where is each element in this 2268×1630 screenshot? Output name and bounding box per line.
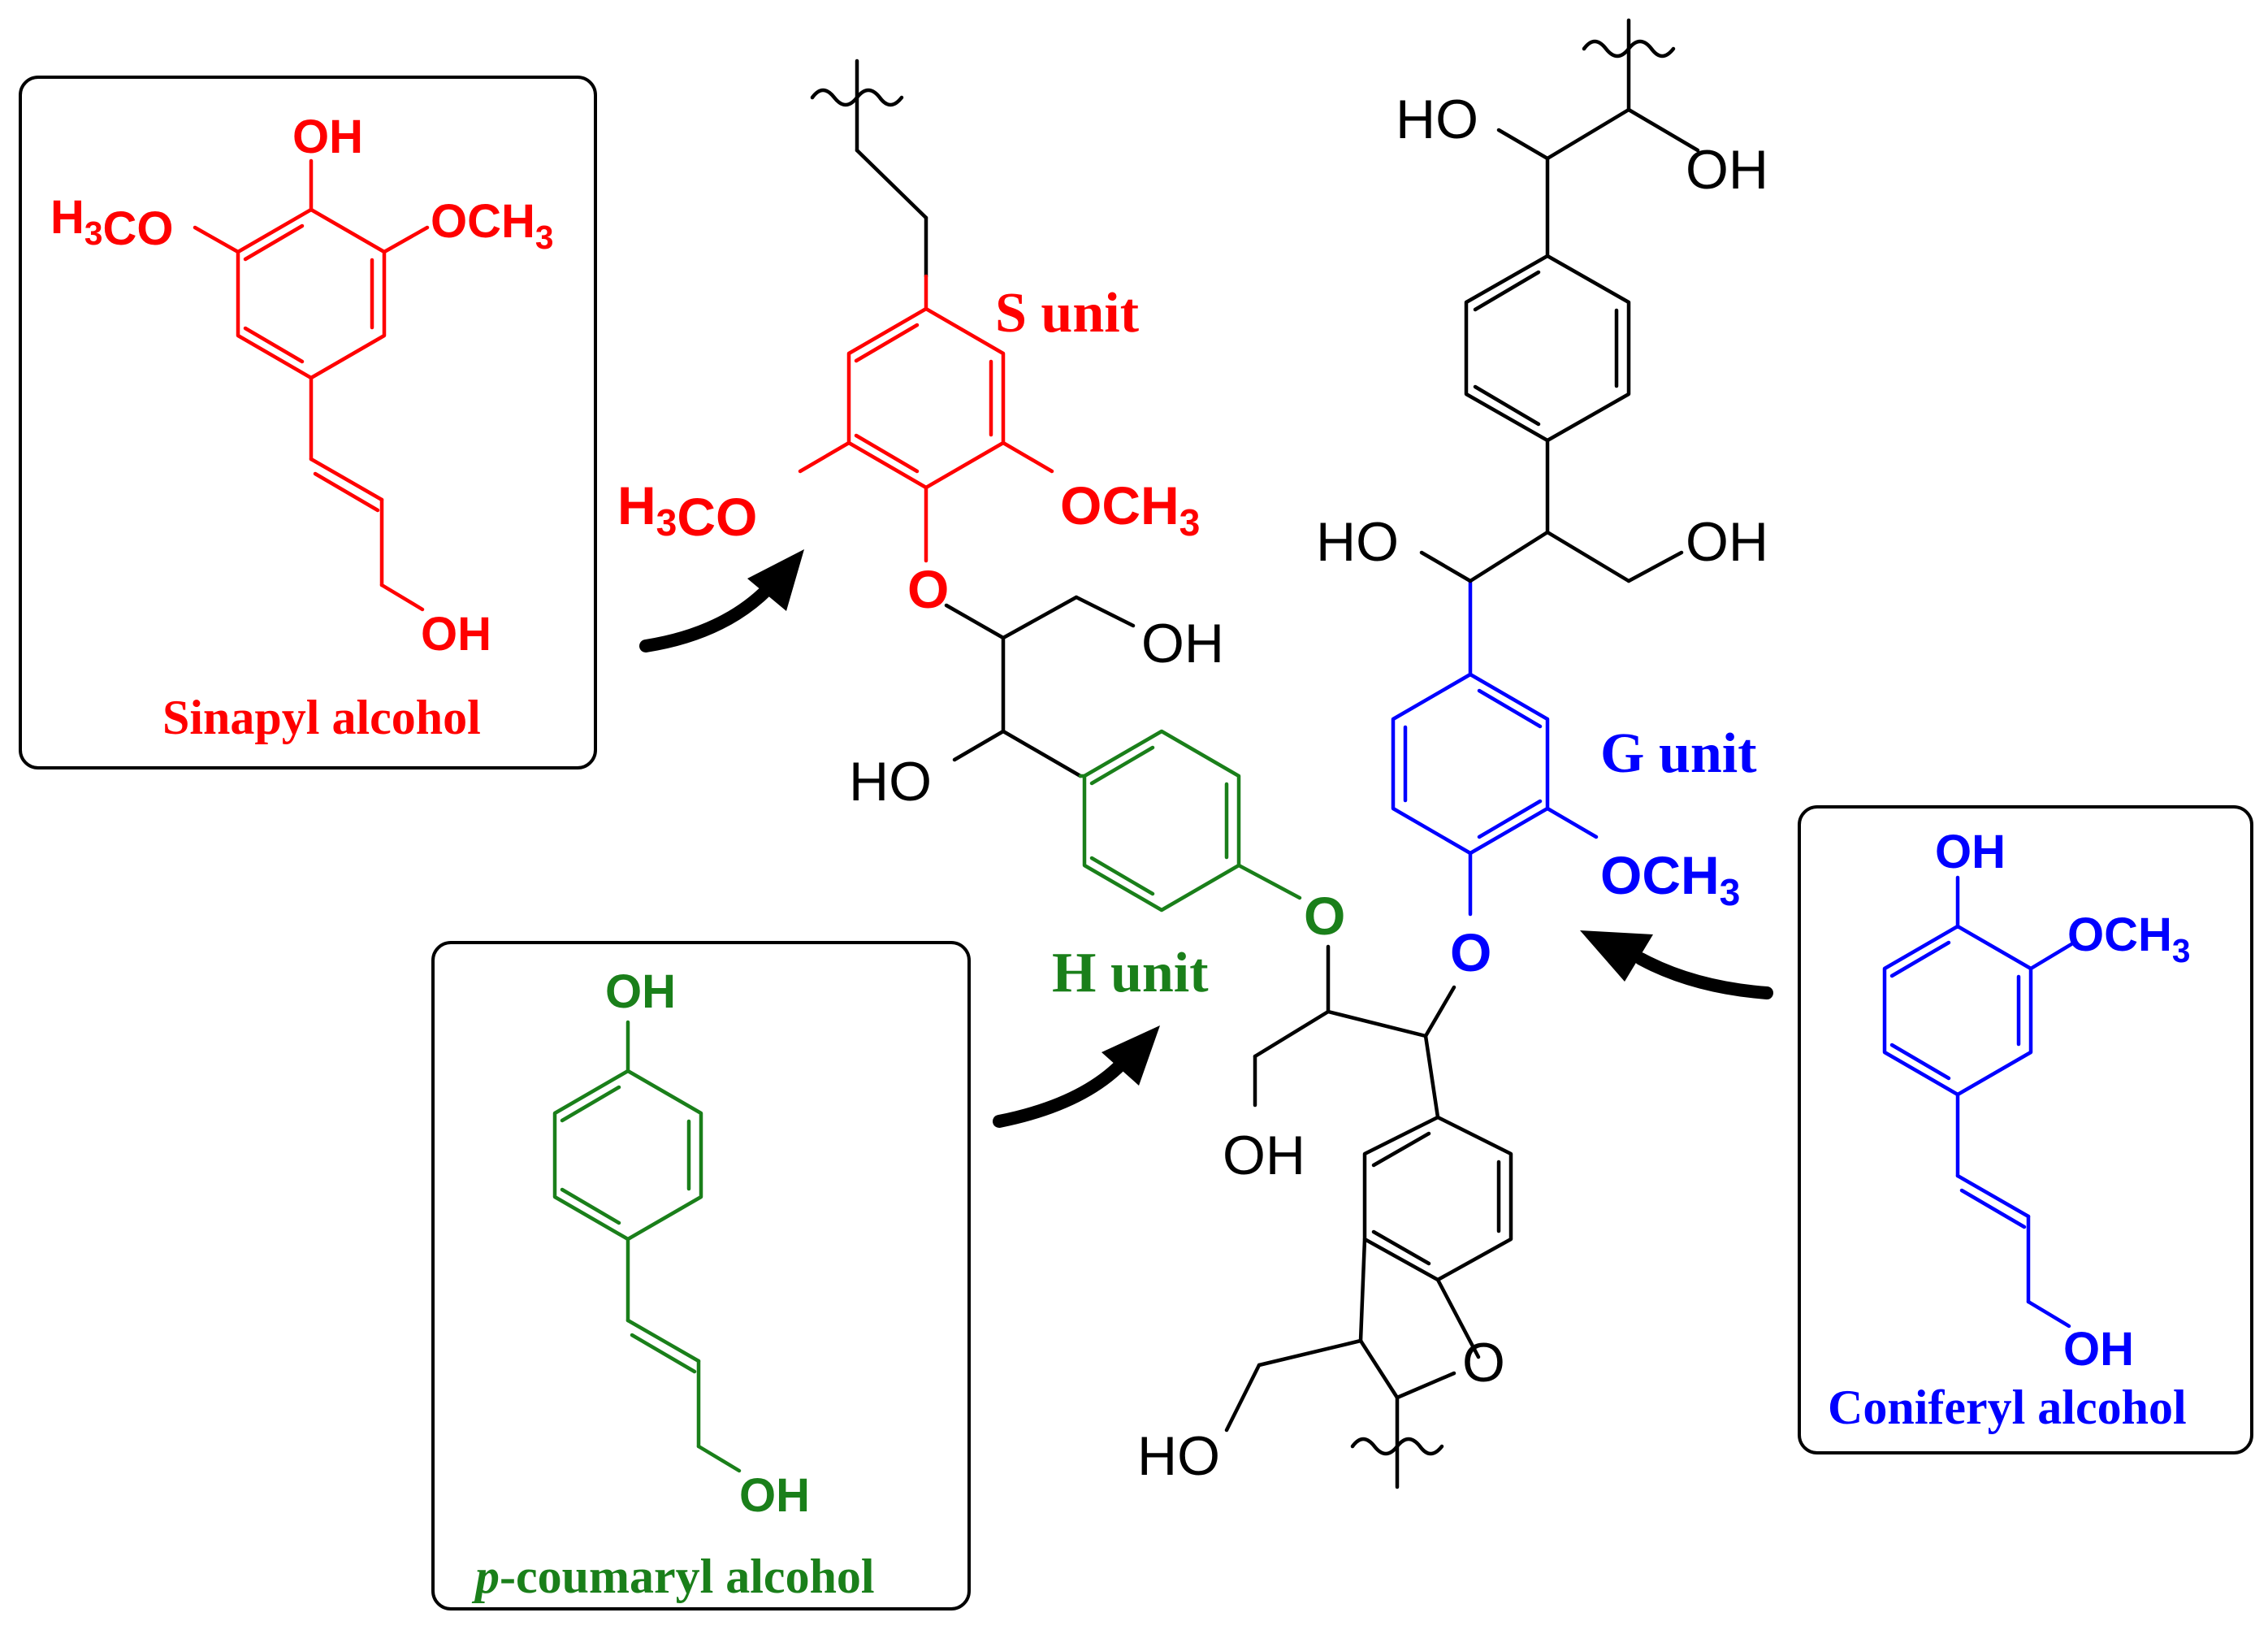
sinapyl-ome-right: OCH3 <box>431 195 553 256</box>
g-unit-structure <box>1391 579 1599 917</box>
sinapyl-box <box>19 76 597 769</box>
coumaryl-alcohol-structure <box>552 1020 742 1473</box>
coniferyl-alcohol-structure <box>1882 875 2074 1329</box>
coniferyl-box <box>1798 805 2253 1454</box>
g-ome: OCH3 <box>1600 845 1740 913</box>
arrow-sinapyl-to-s-unit <box>639 549 804 652</box>
g-ether-o: O <box>1450 922 1491 982</box>
furan-ho: HO <box>1137 1425 1220 1487</box>
s-ome-right: OCH3 <box>1060 475 1200 544</box>
dihydrobenzofuran-fragment <box>1224 1115 1513 1489</box>
coniferyl-oh-top: OH <box>1935 826 2006 878</box>
sinapyl-oh-chain: OH <box>421 608 491 661</box>
coumaryl-oh-top: OH <box>605 965 676 1018</box>
sinapyl-oh-top: OH <box>292 111 363 163</box>
sinapyl-caption: Sinapyl alcohol <box>162 691 481 744</box>
arrow-coumaryl-to-h-unit <box>993 1025 1160 1128</box>
s-unit-structure <box>798 59 1136 778</box>
h-ether-o: O <box>1304 886 1345 946</box>
mid-ho: HO <box>1316 511 1399 573</box>
top-oh-2: OH <box>1686 139 1768 201</box>
coniferyl-caption: Coniferyl alcohol <box>1828 1381 2187 1434</box>
g-unit-label: G unit <box>1600 722 1757 785</box>
coumaryl-oh-chain: OH <box>739 1469 810 1522</box>
h-unit-structure <box>1078 729 1302 913</box>
h-unit-label: H unit <box>1052 942 1209 1004</box>
top-ho-1: HO <box>1396 89 1478 150</box>
mid-oh: OH <box>1686 511 1768 573</box>
s-chain-oh: OH <box>1141 613 1224 674</box>
arrow-coniferyl-to-g-unit <box>1580 930 1773 999</box>
coumaryl-caption: p-coumaryl alcohol <box>471 1550 875 1603</box>
s-unit-label: S unit <box>995 282 1139 345</box>
sinapyl-ome-left: H3CO <box>50 191 173 255</box>
h-chain-oh: OH <box>1223 1125 1305 1186</box>
h-ether-chain <box>1253 944 1456 1120</box>
top-aryl-fragment <box>1419 18 1700 583</box>
s-ether-o: O <box>907 559 949 619</box>
coumaryl-box <box>431 941 971 1610</box>
furan-o: O <box>1462 1332 1505 1394</box>
s-chain-ho: HO <box>849 751 932 813</box>
sinapyl-alcohol-structure <box>193 158 430 612</box>
coniferyl-ome: OCH3 <box>2067 908 2190 969</box>
coniferyl-oh-chain: OH <box>2063 1323 2134 1376</box>
s-ome-left: H3CO <box>617 475 757 547</box>
